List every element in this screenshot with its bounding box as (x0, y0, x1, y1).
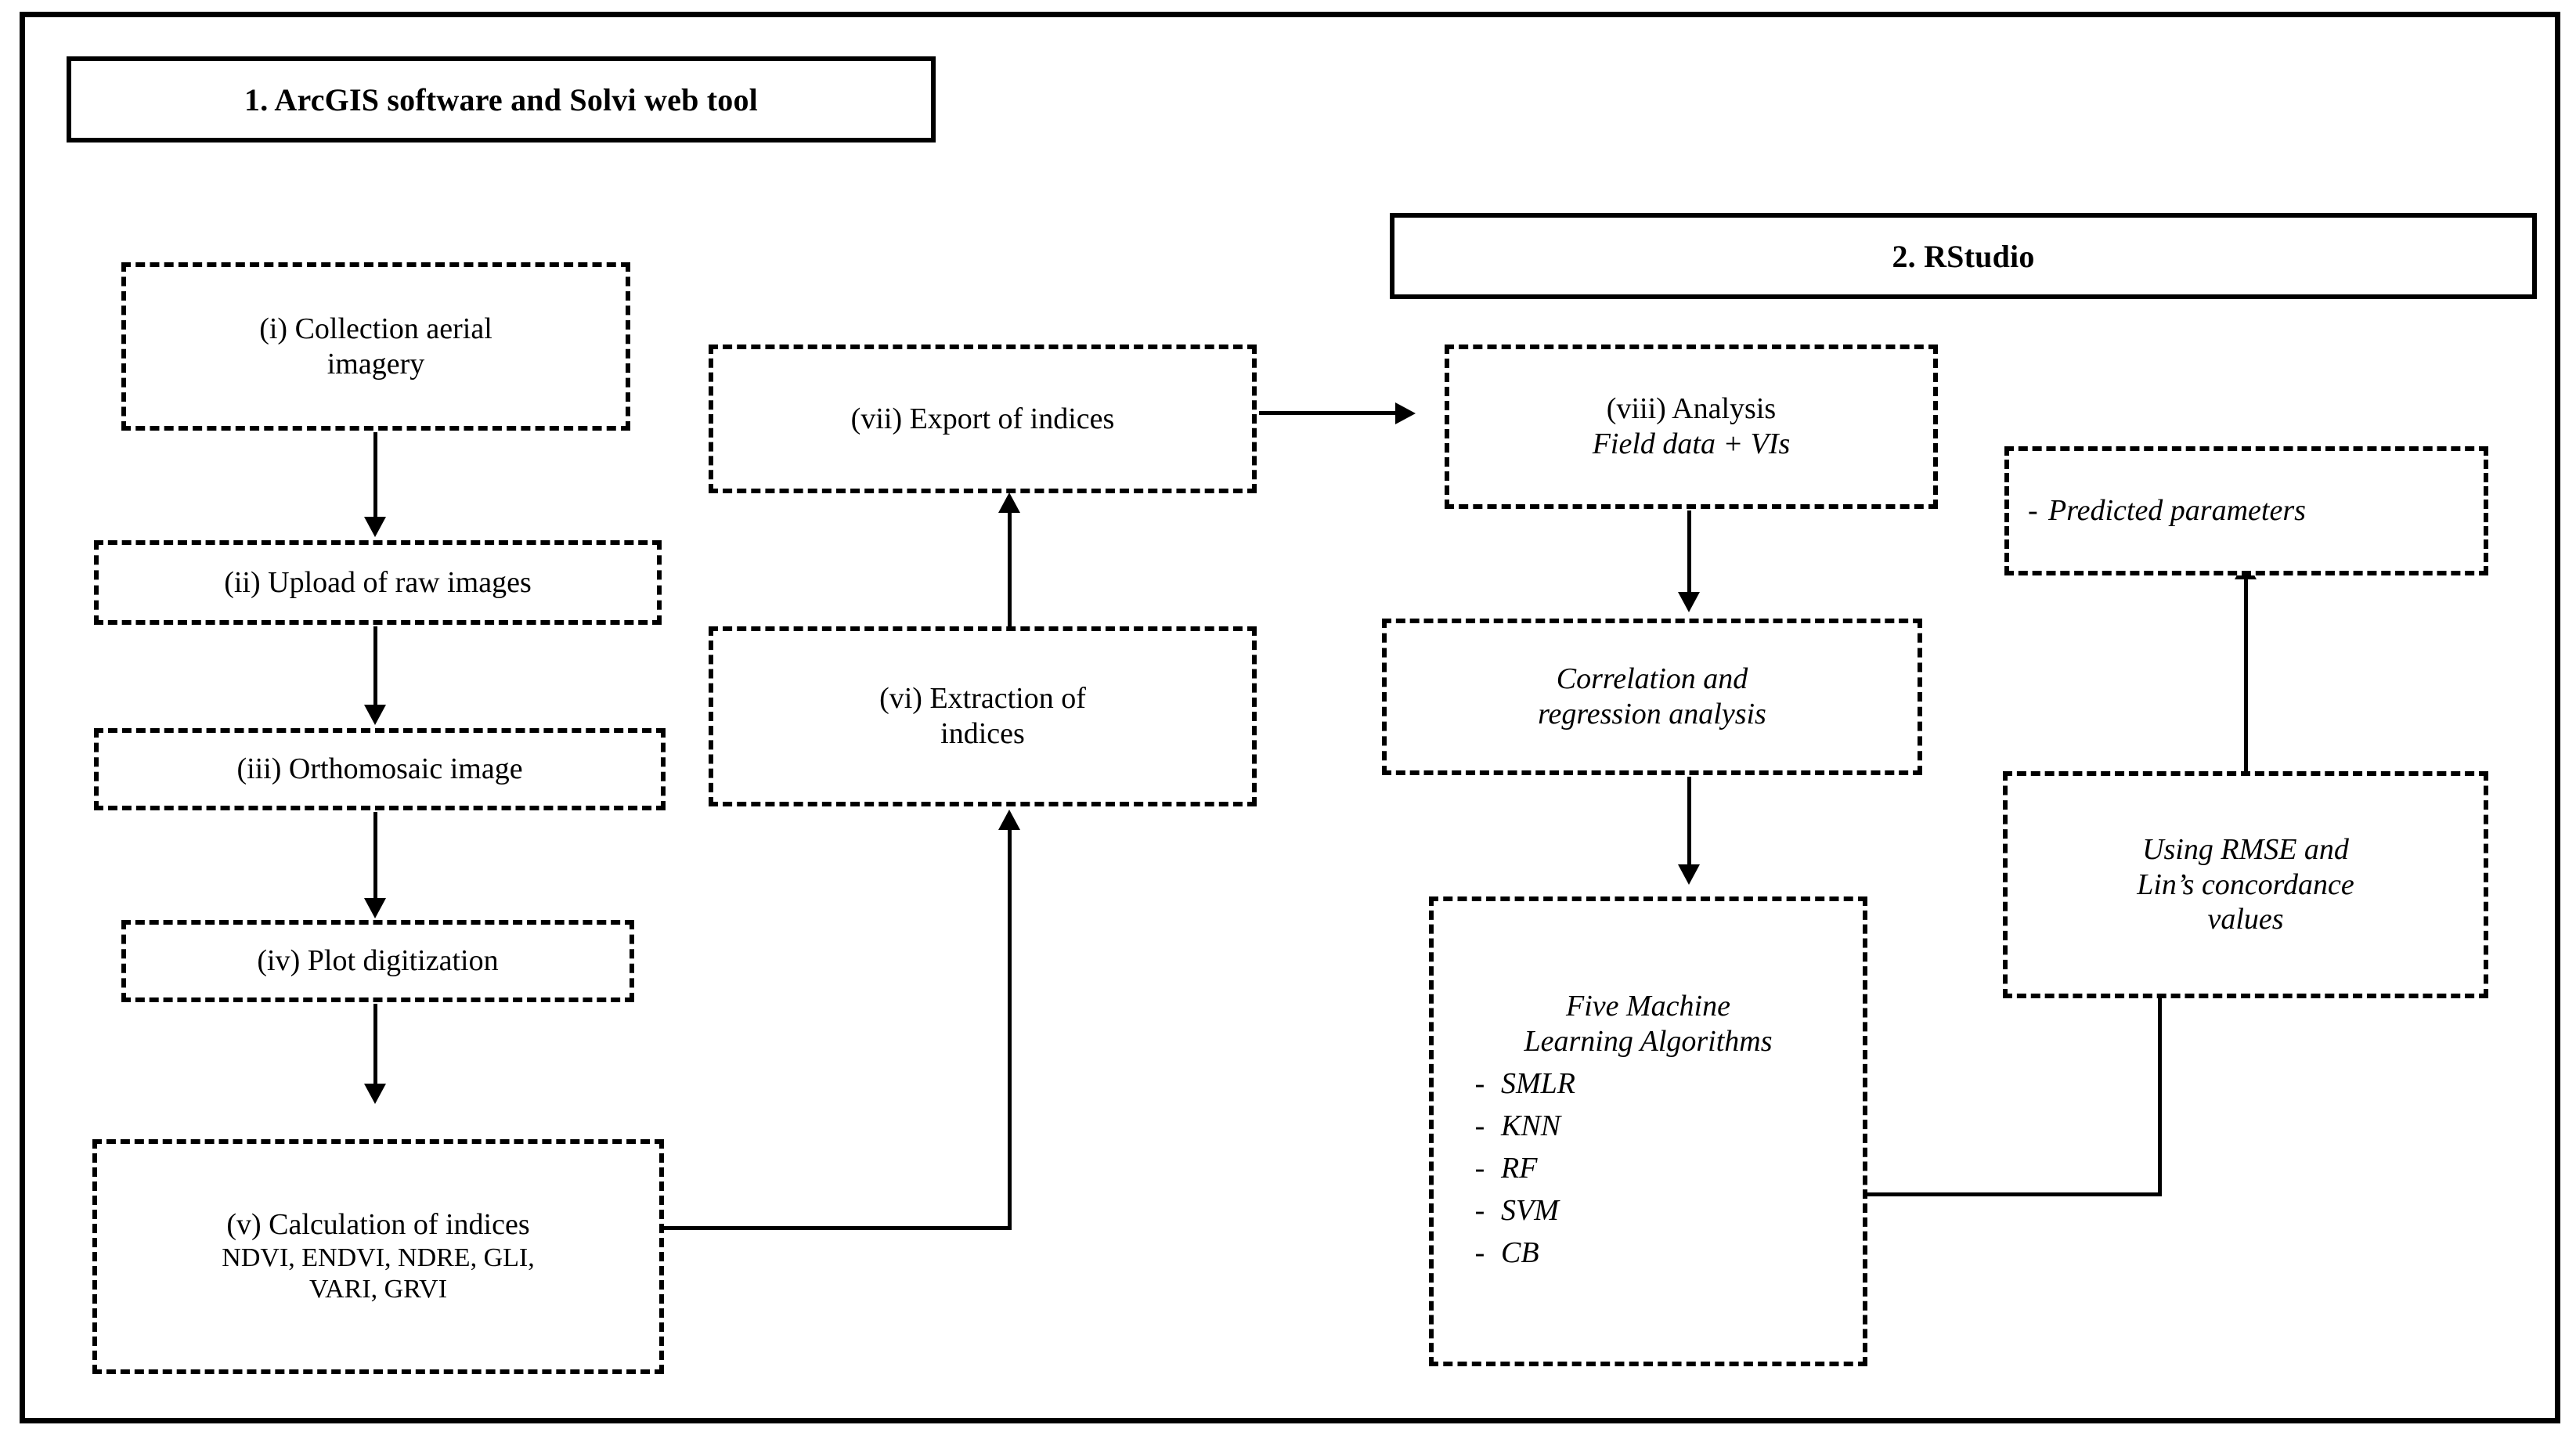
ml-list-item-svm: - SVM (1441, 1190, 1855, 1232)
connector-iii-to-iv-arrowhead (364, 898, 386, 918)
node-metrics-line2: Lin’s concordance (2137, 868, 2354, 901)
node-metrics-line3: values (2207, 903, 2284, 936)
node-collection-line2: imagery (327, 347, 425, 381)
ml-list-item-cb: - CB (1441, 1232, 1855, 1275)
node-calculation-indices-line2: VARI, GRVI (308, 1275, 448, 1304)
node-analysis: (viii) Analysis Field data + VIs (1445, 345, 1938, 509)
node-extraction-line2: indices (940, 717, 1025, 750)
connector-correlation-to-ml-line (1687, 777, 1691, 871)
ml-list-item-smlr: - SMLR (1441, 1063, 1855, 1106)
connector-v-to-vi-arrowhead (998, 810, 1020, 830)
ml-bullet-marker-2: - (1474, 1151, 1485, 1185)
node-export-of-indices: (vii) Export of indices (709, 345, 1257, 493)
ml-list-item-knn: - KNN (1441, 1106, 1855, 1148)
connector-v-to-vi-vertical (1008, 830, 1012, 1229)
ml-list-item-rf: - RF (1441, 1148, 1855, 1190)
node-export-line1: (vii) Export of indices (850, 402, 1115, 435)
node-calculation-indices-line1: NDVI, ENDVI, NDRE, GLI, (222, 1243, 535, 1272)
node-predicted-parameters: - Predicted parameters (2004, 446, 2488, 575)
figure-outer-border (20, 12, 2560, 1423)
node-extraction-line1: (vi) Extraction of (879, 682, 1086, 716)
connector-viii-to-correlation-arrowhead (1678, 592, 1700, 612)
node-calculation-line1: (v) Calculation of indices (226, 1207, 530, 1241)
connector-correlation-to-ml-arrowhead (1678, 864, 1700, 885)
ml-label-svm: SVM (1501, 1193, 1559, 1227)
node-orthomosaic-line1: (iii) Orthomosaic image (236, 752, 523, 786)
node-correlation-line1: Correlation and (1556, 662, 1748, 696)
connector-vi-to-vii-line (1008, 513, 1012, 626)
ml-bullet-marker-4: - (1474, 1236, 1485, 1269)
node-collection-line1: (i) Collection aerial (259, 312, 492, 345)
connector-i-to-ii-line (373, 432, 377, 523)
node-collection-aerial-imagery: (i) Collection aerial imagery (121, 262, 630, 431)
predicted-parameters-row: - Predicted parameters (2017, 493, 2487, 528)
ml-bullet-marker-1: - (1474, 1109, 1485, 1142)
predicted-bullet-marker: - (2028, 494, 2038, 528)
ml-label-knn: KNN (1501, 1109, 1561, 1142)
node-metrics-rmse-lin: Using RMSE and Lin’s concordance values (2003, 771, 2488, 998)
ml-title-line1: Five Machine (1566, 989, 1730, 1023)
ml-bullet-marker-0: - (1474, 1066, 1485, 1100)
node-upload-line1: (ii) Upload of raw images (224, 565, 532, 599)
ml-label-cb: CB (1501, 1236, 1539, 1269)
connector-vii-to-viii-arrowhead (1395, 402, 1416, 424)
node-upload-raw-images: (ii) Upload of raw images (94, 540, 662, 625)
ml-label-smlr: SMLR (1501, 1066, 1575, 1100)
node-analysis-line1: (viii) Analysis (1606, 392, 1777, 426)
connector-iv-to-v-line (373, 1004, 377, 1090)
connector-metrics-to-predicted-line (2244, 579, 2248, 771)
connector-i-to-ii-arrowhead (364, 517, 386, 537)
node-machine-learning-algorithms: Five Machine Learning Algorithms - SMLR … (1429, 896, 1867, 1366)
connector-v-to-vi-horizontal (662, 1226, 1012, 1230)
predicted-parameters-label: Predicted parameters (2048, 494, 2306, 528)
connector-iv-to-v-arrowhead (364, 1084, 386, 1104)
node-digitization-line1: (iv) Plot digitization (257, 944, 499, 978)
connector-viii-to-correlation-line (1687, 510, 1691, 598)
connector-ii-to-iii-line (373, 626, 377, 711)
node-orthomosaic-image: (iii) Orthomosaic image (94, 728, 666, 810)
ml-title-line2: Learning Algorithms (1524, 1025, 1773, 1059)
ml-label-rf: RF (1501, 1151, 1538, 1185)
connector-iii-to-iv-line (373, 812, 377, 904)
connector-vii-to-viii-line (1259, 411, 1400, 415)
connector-vi-to-vii-arrowhead (998, 492, 1020, 513)
node-metrics-line1: Using RMSE and (2142, 832, 2349, 866)
section-header-arcgis: 1. ArcGIS software and Solvi web tool (67, 56, 936, 142)
node-analysis-line2: Field data + VIs (1592, 427, 1791, 460)
ml-algorithm-list: - SMLR - KNN - RF - SVM - CB (1441, 1063, 1855, 1275)
connector-ml-to-metrics-horizontal (1866, 1192, 2162, 1196)
node-correlation-line2: regression analysis (1538, 698, 1766, 731)
section-header-rstudio: 2. RStudio (1390, 213, 2537, 299)
node-correlation-regression: Correlation and regression analysis (1382, 619, 1922, 775)
node-extraction-of-indices: (vi) Extraction of indices (709, 626, 1257, 806)
node-calculation-of-indices: (v) Calculation of indices NDVI, ENDVI, … (92, 1139, 664, 1374)
connector-ii-to-iii-arrowhead (364, 705, 386, 725)
connector-ml-to-metrics-vertical (2158, 998, 2162, 1196)
node-plot-digitization: (iv) Plot digitization (121, 920, 634, 1002)
ml-bullet-marker-3: - (1474, 1193, 1485, 1227)
